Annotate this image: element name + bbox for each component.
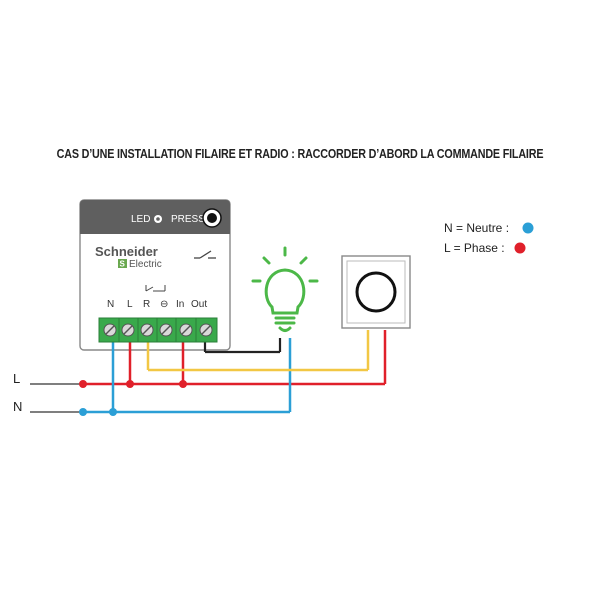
relay-schematic xyxy=(145,285,166,292)
bulb-icon xyxy=(251,246,319,332)
press-label: PRESS xyxy=(171,214,205,225)
terminal-block xyxy=(98,317,218,343)
terminal-label-out: Out xyxy=(191,299,207,310)
terminal-label-n: N xyxy=(107,299,114,310)
terminal-label-in: In xyxy=(176,299,184,310)
led-label: LED xyxy=(131,214,150,225)
line-label-l: L xyxy=(13,371,20,386)
legend-phase-swatch xyxy=(514,242,526,254)
legend-neutral-label: N = Neutre : xyxy=(444,221,509,235)
terminal-label-r: R xyxy=(143,299,150,310)
micro-module: LED PRESS Schneider S Electric N xyxy=(79,199,231,351)
legend-phase-label: L = Phase : xyxy=(444,241,505,255)
terminal-label-l: L xyxy=(127,299,133,310)
junction-dots xyxy=(79,380,187,416)
legend-neutral-swatch xyxy=(522,222,534,234)
press-button[interactable] xyxy=(202,208,222,228)
brand-subname: Electric xyxy=(129,259,162,270)
diagram-title: CAS D’UNE INSTALLATION FILAIRE ET RADIO … xyxy=(56,147,544,161)
legend: N = Neutre : L = Phase : xyxy=(444,221,534,255)
push-button-icon xyxy=(341,255,411,329)
svg-text:S: S xyxy=(120,260,126,269)
terminal-label-minus: ⊖ xyxy=(160,299,168,310)
brand-name: Schneider xyxy=(95,244,158,259)
relay-contact-icon xyxy=(194,250,216,259)
line-label-n: N xyxy=(13,399,22,414)
schneider-logo-icon: S xyxy=(118,259,127,269)
control-wires xyxy=(146,330,370,372)
